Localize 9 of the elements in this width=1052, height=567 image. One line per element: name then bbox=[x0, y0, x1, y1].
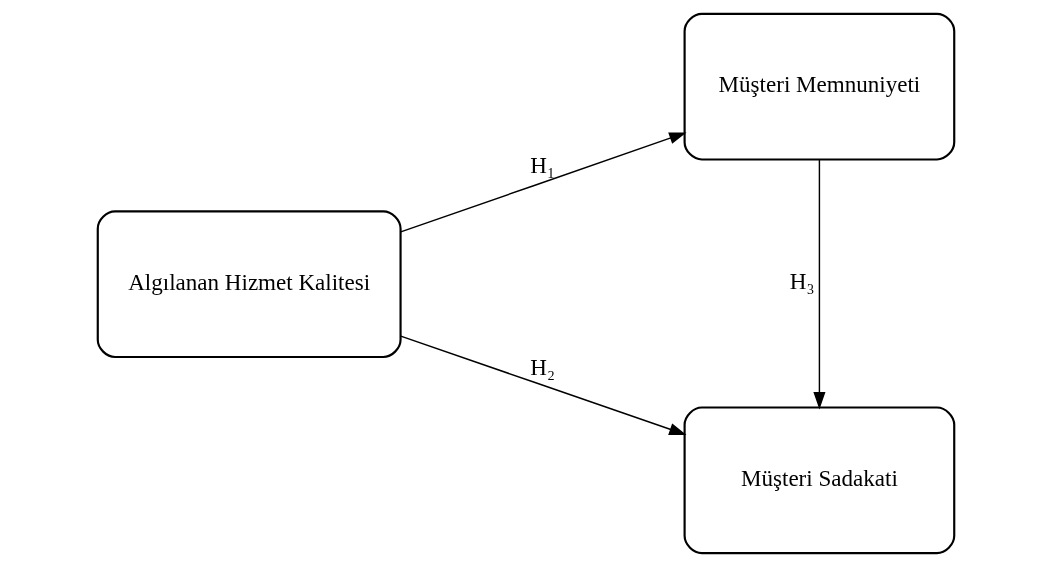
node-box: Müşteri Memnuniyeti bbox=[683, 12, 956, 161]
arrow bbox=[400, 132, 687, 233]
node-box: Algılanan Hizmet Kalitesi bbox=[96, 210, 402, 359]
edge-label: H₃ bbox=[789, 267, 815, 294]
edge-label: H₁ bbox=[530, 151, 555, 178]
edge-label: H₂ bbox=[530, 353, 555, 380]
arrow bbox=[400, 335, 687, 435]
arrow bbox=[813, 159, 826, 410]
node-box: Müşteri Sadakati bbox=[683, 406, 956, 555]
